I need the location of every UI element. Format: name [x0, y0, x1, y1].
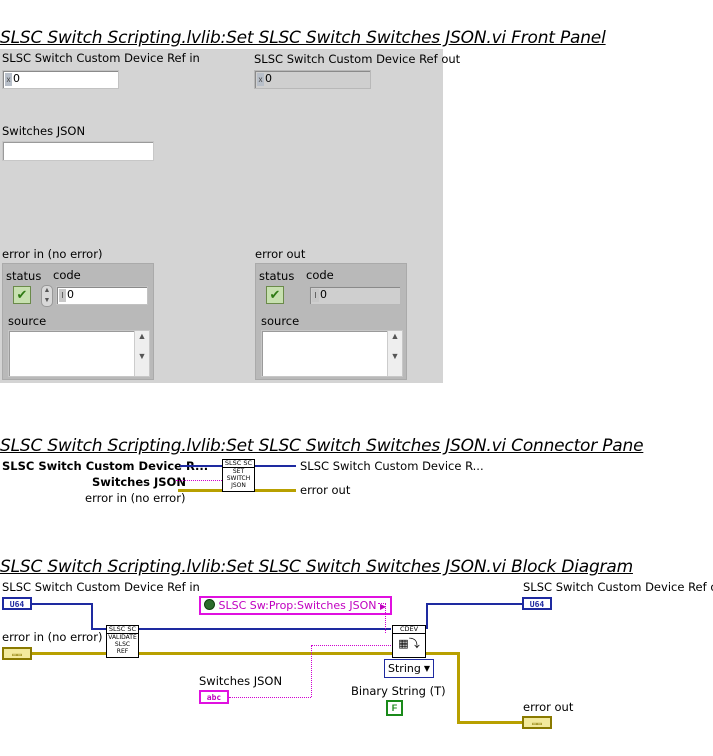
error-in-code-value: 0 [67, 288, 74, 301]
check-icon: ✔ [266, 286, 284, 304]
error-out-label: error out [255, 247, 306, 261]
cp-left-terminal-error: error in (no error) [85, 491, 186, 505]
ref-in-label: SLSC Switch Custom Device Ref in [2, 51, 200, 65]
validate-slsc-ref-vi-icon[interactable]: SLSC SC VALIDATE SLSC REF [106, 625, 139, 658]
ref-out-label: SLSC Switch Custom Device Ref out [254, 52, 461, 66]
ring-arrow-icon: ▶ [379, 602, 387, 611]
bd-string-wire [378, 603, 386, 604]
string-ring-constant[interactable]: String ▼ [384, 659, 434, 678]
status-label: status [6, 269, 42, 283]
bd-ref-wire [91, 603, 93, 629]
bd-string-wire [311, 645, 393, 646]
cp-right-terminal-error: error out [300, 483, 351, 497]
code-label: code [306, 268, 334, 282]
bd-ref-out-label: SLSC Switch Custom Device Ref out [523, 580, 713, 594]
bd-string-wire [229, 697, 311, 698]
i32-icon: I [59, 289, 66, 302]
bd-error-in-label: error in (no error) [2, 630, 103, 644]
front-panel-heading: SLSC Switch Scripting.lvlib:Set SLSC Swi… [0, 28, 606, 48]
bd-error-wire [32, 652, 106, 655]
bd-ref-in-terminal[interactable]: U64 [2, 597, 32, 610]
cp-ref-in-wire [180, 465, 222, 467]
set-property-icon: ▦⤵ [398, 637, 420, 650]
source-label: source [261, 314, 300, 328]
vi-icon-line: REF [116, 648, 129, 655]
cp-error-out-wire [254, 489, 296, 492]
error-in-code-input[interactable]: I 0 [56, 286, 148, 305]
bd-ref-out-terminal[interactable]: U64 [522, 597, 552, 610]
cp-ref-out-wire [254, 465, 296, 467]
set-switch-json-vi-icon[interactable]: SLSC SC SET SWITCH JSON [222, 459, 255, 492]
vi-icon-line: SLSC [114, 641, 131, 648]
source-label: source [8, 314, 47, 328]
vi-icon-line: SET [232, 468, 245, 475]
code-label: code [53, 268, 81, 282]
cdev-header: CDEV [393, 626, 425, 634]
bd-property-constant[interactable]: SLSC Sw:Prop:Switches JSON ▶ [199, 596, 393, 615]
cp-left-terminal-switches: Switches JSON [92, 475, 186, 489]
source-scrollbar[interactable]: ▲▼ [387, 331, 402, 376]
bd-string-wire [385, 603, 386, 633]
code-increment-decrement-icon[interactable]: ▲▼ [41, 285, 53, 307]
cp-string-wire [176, 480, 222, 481]
bd-switches-json-label: Switches JSON [199, 674, 283, 688]
bd-ref-wire [426, 603, 428, 629]
chevron-down-icon: ▼ [423, 664, 430, 673]
bd-error-out-label: error out [523, 700, 574, 714]
error-out-source-indicator: ▲▼ [261, 330, 403, 377]
bd-ref-wire [91, 628, 391, 630]
ref-out-value: 0 [265, 72, 272, 85]
block-diagram-heading: SLSC Switch Scripting.lvlib:Set SLSC Swi… [0, 557, 633, 577]
source-scrollbar[interactable]: ▲▼ [134, 331, 149, 376]
status-label: status [259, 269, 295, 283]
ref-in-value: 0 [13, 72, 20, 85]
bd-switches-json-terminal[interactable]: abc [199, 690, 229, 704]
error-in-source-input[interactable]: ▲▼ [8, 330, 150, 377]
cp-error-in-wire [178, 489, 222, 492]
globe-icon [204, 599, 215, 610]
bd-error-out-terminal[interactable]: ▭▭ [522, 716, 552, 729]
binary-string-label: Binary String (T) [351, 684, 446, 698]
error-out-code-indicator: I 0 [309, 286, 401, 305]
bd-error-wire [457, 721, 522, 724]
bd-ref-wire [32, 603, 92, 605]
error-out-code-value: 0 [320, 288, 327, 301]
vi-icon-line: SWITCH [226, 475, 251, 482]
error-in-cluster: status code ✔ ▲▼ I 0 source ▲▼ [2, 263, 154, 380]
bd-error-wire [138, 652, 458, 655]
refnum-icon: x [257, 73, 264, 86]
vi-icon-header: SLSC SC [223, 459, 254, 468]
front-panel: SLSC Switch Custom Device Ref in x 0 SLS… [0, 49, 460, 383]
bd-error-in-terminal[interactable]: ▭▭ [2, 647, 32, 660]
bd-string-wire [311, 645, 312, 697]
switches-json-label: Switches JSON [2, 124, 86, 138]
switches-json-input[interactable] [2, 141, 154, 161]
bd-error-wire [457, 652, 460, 722]
check-icon[interactable]: ✔ [13, 286, 31, 304]
vi-icon-header: SLSC SC [107, 625, 138, 634]
cp-right-terminal-ref: SLSC Switch Custom Device R... [300, 459, 484, 473]
vi-icon-line: JSON [231, 482, 246, 489]
i32-icon: I [312, 289, 319, 302]
connector-pane-heading: SLSC Switch Scripting.lvlib:Set SLSC Swi… [0, 436, 644, 456]
cp-left-terminal-ref: SLSC Switch Custom Device R... [2, 459, 209, 473]
bd-ref-in-label: SLSC Switch Custom Device Ref in [2, 580, 200, 594]
ref-in-control[interactable]: x 0 [2, 70, 119, 89]
ref-out-indicator: x 0 [254, 70, 371, 89]
bd-ref-wire [426, 603, 522, 605]
error-in-label: error in (no error) [2, 247, 103, 261]
error-out-cluster: status code ✔ I 0 source ▲▼ [255, 263, 407, 380]
string-ring-value: String [388, 662, 421, 675]
bool-false-constant[interactable]: F [386, 700, 403, 716]
bd-property-constant-text: SLSC Sw:Prop:Switches JSON [218, 599, 377, 612]
vi-icon-line: VALIDATE [108, 634, 137, 641]
cdev-property-node-icon[interactable]: CDEV ▦⤵ [392, 625, 426, 658]
refnum-icon: x [5, 73, 12, 86]
